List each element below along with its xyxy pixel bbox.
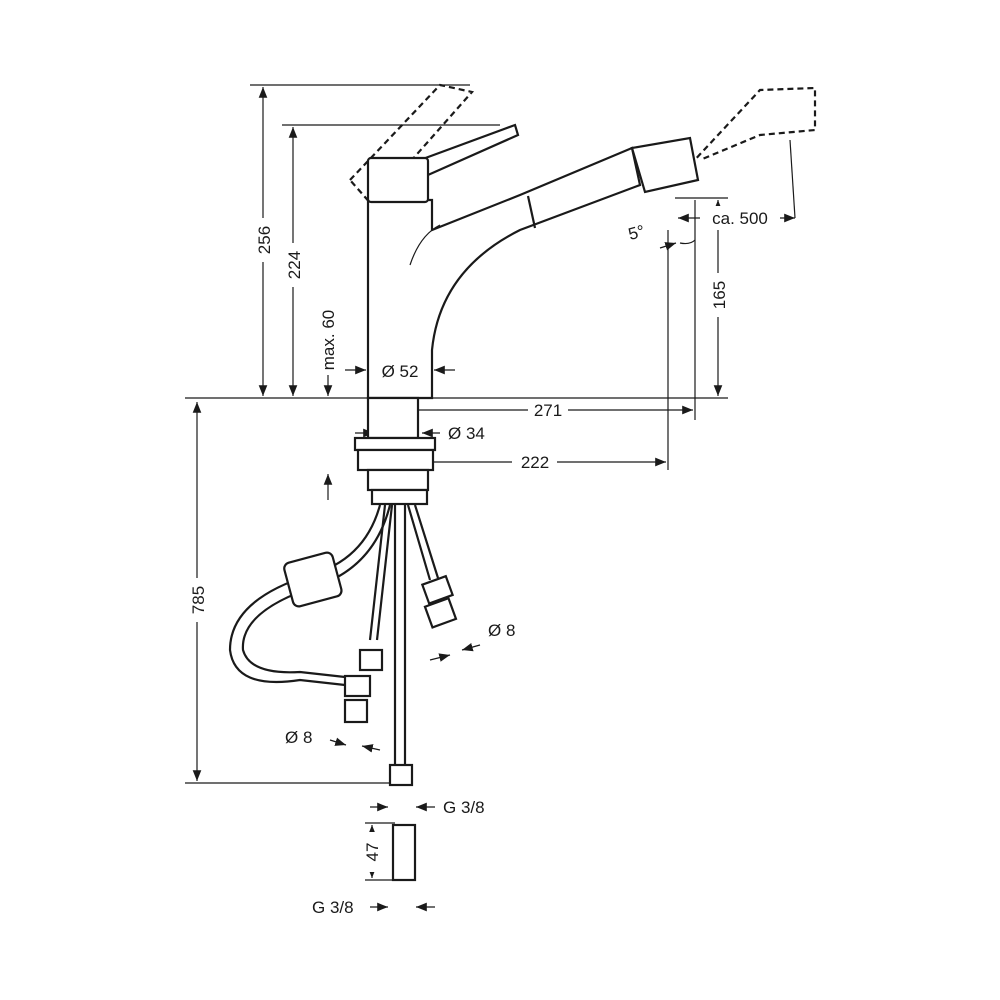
label-thread-top: G 3/8: [443, 798, 485, 817]
label-adapter-length: 47: [363, 843, 382, 862]
label-body-diameter: Ø 52: [382, 362, 419, 381]
faucet-body: [348, 83, 817, 506]
hoses: [228, 504, 458, 882]
label-angle: 5°: [626, 221, 647, 244]
label-pipe-diameter-left: Ø 8: [285, 728, 312, 747]
label-height-total: 256: [255, 226, 274, 254]
label-spout-height: 165: [710, 281, 729, 309]
extension-lines: [185, 84, 728, 881]
label-hose-length: 785: [189, 586, 208, 614]
label-shank-diameter: Ø 34: [448, 424, 485, 443]
dimension-labels: 256 224 max. 60 Ø 52 271 Ø 34 222 785 16…: [187, 206, 780, 917]
label-pullout: ca. 500: [712, 209, 768, 228]
label-pipe-diameter-right: Ø 8: [488, 621, 515, 640]
label-thread-bottom: G 3/8: [312, 898, 354, 917]
label-height-spout: 224: [285, 251, 304, 279]
label-max-deck: max. 60: [319, 310, 338, 370]
label-reach-hole: 222: [521, 453, 549, 472]
label-reach: 271: [534, 401, 562, 420]
